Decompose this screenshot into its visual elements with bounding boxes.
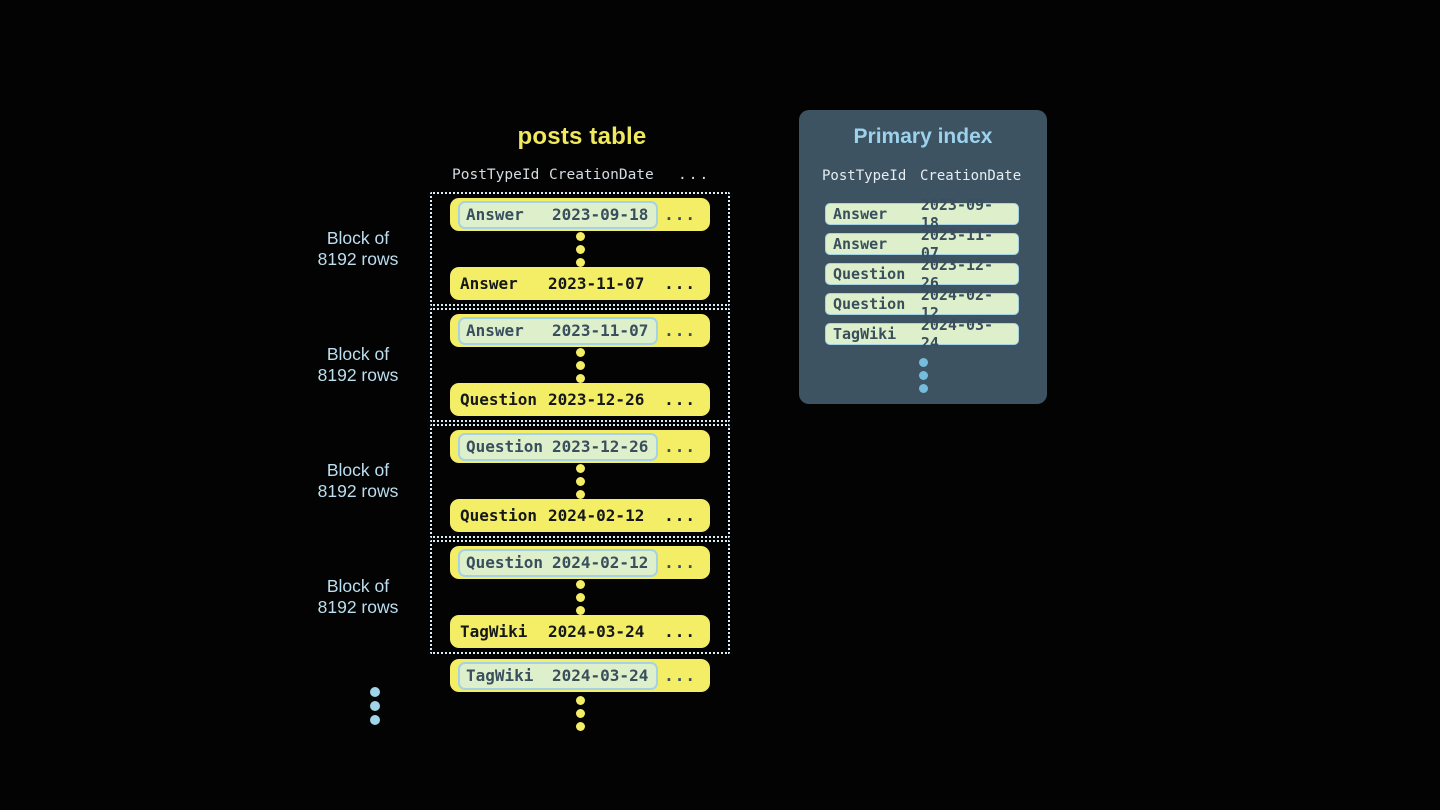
table-row-highlighted: Question 2023-12-26 ... xyxy=(450,430,710,463)
row-ellipsis: ... xyxy=(664,666,696,685)
block-label: Block of 8192 rows xyxy=(317,460,399,501)
table-row: Question 2023-12-26 ... xyxy=(450,383,710,416)
vertical-ellipsis xyxy=(575,231,585,267)
row-ellipsis: ... xyxy=(664,274,696,293)
block-group-4: Block of 8192 rows Question 2024-02-12 .… xyxy=(286,540,730,654)
index-row: TagWiki 2024-03-24 xyxy=(825,316,1019,352)
index-row: Answer 2023-11-07 xyxy=(825,226,1019,262)
block-outline: Question 2023-12-26 ... Question 2024-02… xyxy=(430,424,730,538)
vertical-ellipsis xyxy=(575,579,585,615)
primary-index-rows: Answer 2023-09-18 Answer 2023-11-07 Ques… xyxy=(825,196,1019,352)
primary-index-panel: Primary index PostTypeId CreationDate An… xyxy=(799,110,1047,404)
block-label: Block of 8192 rows xyxy=(317,576,399,617)
vertical-ellipsis xyxy=(575,463,585,499)
index-key-highlight: Question 2024-02-12 xyxy=(458,548,659,577)
block-label: Block of 8192 rows xyxy=(317,228,399,269)
table-row-highlighted: Answer 2023-11-07 ... xyxy=(450,314,710,347)
index-key-highlight: Answer 2023-09-18 xyxy=(458,200,659,229)
column-header-posttypeid: PostTypeId xyxy=(452,167,540,183)
table-row: Question 2024-02-12 ... xyxy=(450,499,710,532)
row-ellipsis: ... xyxy=(664,321,696,340)
row-ellipsis: ... xyxy=(664,390,696,409)
table-row-highlighted: Question 2024-02-12 ... xyxy=(450,546,710,579)
column-header-creationdate: CreationDate xyxy=(920,168,1022,184)
more-blocks-ellipsis xyxy=(370,687,380,725)
column-header-creationdate: CreationDate xyxy=(549,167,654,183)
block-label: Block of 8192 rows xyxy=(317,344,399,385)
row-ellipsis: ... xyxy=(664,622,696,641)
row-ellipsis: ... xyxy=(664,205,696,224)
row-ellipsis: ... xyxy=(664,553,696,572)
posts-table-title: posts table xyxy=(517,123,647,150)
index-row: Question 2024-02-12 xyxy=(825,286,1019,322)
block-group-2: Block of 8192 rows Answer 2023-11-07 ...… xyxy=(286,308,730,422)
index-row: Question 2023-12-26 xyxy=(825,256,1019,292)
column-header-posttypeid: PostTypeId xyxy=(822,168,907,184)
more-columns-ellipsis: ... xyxy=(678,167,711,183)
table-row-highlighted-overflow: TagWiki 2024-03-24 ... xyxy=(450,659,710,692)
vertical-ellipsis xyxy=(575,347,585,383)
index-key-highlight: Question 2023-12-26 xyxy=(458,432,659,461)
more-rows-ellipsis xyxy=(576,696,585,731)
table-row: Answer 2023-11-07 ... xyxy=(450,267,710,300)
row-ellipsis: ... xyxy=(664,506,696,525)
index-key-highlight: TagWiki 2024-03-24 xyxy=(458,661,659,690)
index-key-highlight: Answer 2023-11-07 xyxy=(458,316,659,345)
table-row-highlighted: Answer 2023-09-18 ... xyxy=(450,198,710,231)
block-group-1: Block of 8192 rows Answer 2023-09-18 ...… xyxy=(286,192,730,306)
table-row: TagWiki 2024-03-24 ... xyxy=(450,615,710,648)
more-index-entries-ellipsis xyxy=(918,358,928,393)
block-group-3: Block of 8192 rows Question 2023-12-26 .… xyxy=(286,424,730,538)
index-row: Answer 2023-09-18 xyxy=(825,196,1019,232)
block-outline: Answer 2023-09-18 ... Answer 2023-11-07 … xyxy=(430,192,730,306)
block-outline: Answer 2023-11-07 ... Question 2023-12-2… xyxy=(430,308,730,422)
primary-index-title: Primary index xyxy=(853,125,993,148)
row-ellipsis: ... xyxy=(664,437,696,456)
block-outline: Question 2024-02-12 ... TagWiki 2024-03-… xyxy=(430,540,730,654)
